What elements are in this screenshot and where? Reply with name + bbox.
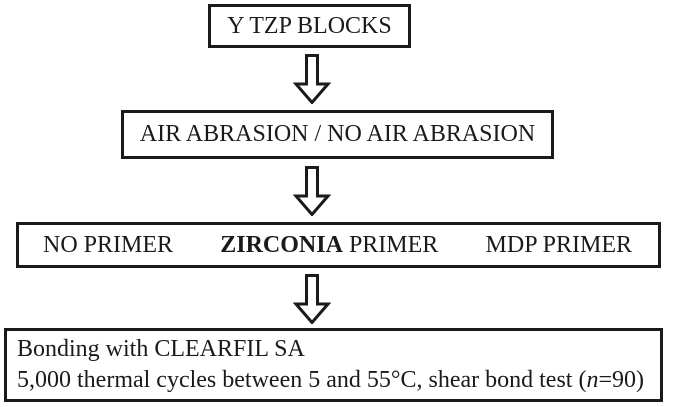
sample-size-value: =90) (598, 367, 644, 393)
primer-rest-label: PRIMER (342, 231, 439, 258)
flow-box-primers: NO PRIMER ZIRCONIA PRIMER MDP PRIMER (16, 222, 661, 268)
sample-size-n-italic: n (586, 367, 599, 393)
down-block-arrow-icon (293, 54, 331, 104)
flow-box-ytzp-blocks: Y TZP BLOCKS (208, 4, 411, 48)
primer-option-mdp-primer: MDP PRIMER (485, 231, 632, 258)
flow-box-bonding-test: Bonding with CLEARFIL SA 5,000 thermal c… (4, 328, 663, 402)
flow-box-label: Y TZP BLOCKS (227, 12, 392, 39)
down-block-arrow-icon (293, 166, 331, 216)
down-block-arrow-icon (293, 274, 331, 324)
thermal-cycles-text: 5,000 thermal cycles between 5 and 55°C,… (17, 367, 587, 393)
bonding-line: Bonding with CLEARFIL SA (17, 336, 305, 362)
primer-option-no-primer: NO PRIMER (43, 231, 174, 258)
thermal-cycles-line: 5,000 thermal cycles between 5 and 55°C,… (17, 365, 644, 396)
flow-box-air-abrasion: AIR ABRASION / NO AIR ABRASION (121, 110, 554, 159)
flow-box-label: AIR ABRASION / NO AIR ABRASION (139, 121, 536, 147)
zirconia-bold-label: ZIRCONIA (220, 231, 343, 258)
primer-option-zirconia-primer: ZIRCONIA PRIMER (220, 232, 438, 259)
